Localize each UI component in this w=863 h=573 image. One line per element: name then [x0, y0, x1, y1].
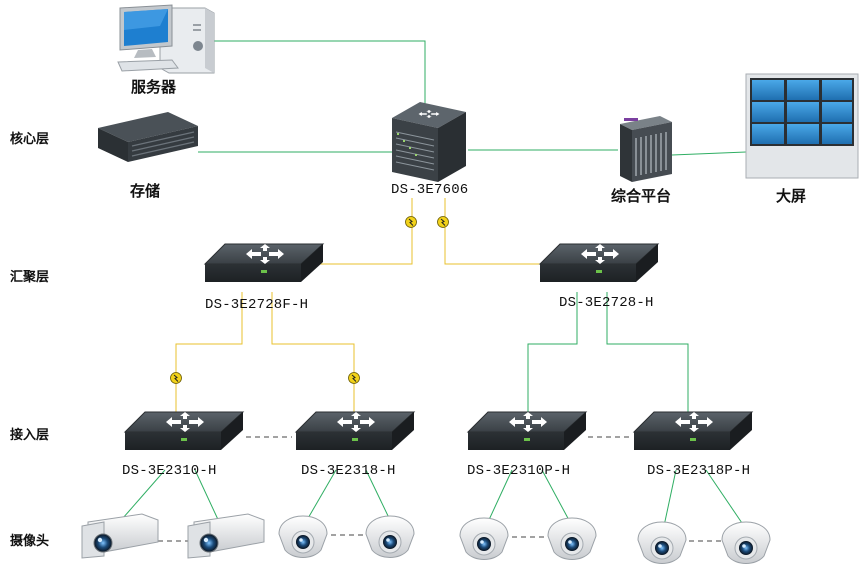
big-screen-icon: [745, 73, 859, 179]
access-switch-3-icon: [466, 411, 588, 450]
link-agg-right-access-4: [606, 292, 689, 412]
dome-camera-icon: [547, 517, 597, 560]
bullet-camera-icon: [81, 513, 159, 559]
fiber-marker-icon: [437, 216, 449, 228]
dome-camera-icon: [721, 521, 771, 564]
access-switch-1-label: DS-3E2310-H: [122, 463, 217, 479]
bullet-camera-icon: [187, 513, 265, 559]
agg-switch-right-label: DS-3E2728-H: [559, 295, 654, 311]
access-switch-4-icon: [632, 411, 754, 450]
dome-camera-icon: [459, 517, 509, 560]
link-core-agg-left: [320, 198, 413, 265]
dome-camera-icon: [365, 515, 415, 558]
core-switch-label: DS-3E7606: [391, 182, 469, 198]
layer-label-access: 接入层: [10, 428, 50, 443]
access-switch-3-label: DS-3E2310P-H: [467, 463, 571, 479]
core-switch-icon: [392, 102, 466, 182]
server-label: 服务器: [131, 78, 177, 96]
link-access-3-cam-5: [487, 469, 513, 523]
layer-label-camera: 摄像头: [10, 534, 50, 549]
fiber-marker-icon: [405, 216, 417, 228]
layer-label-aggregation: 汇聚层: [10, 270, 50, 285]
link-core-agg-right: [444, 198, 541, 265]
storage-label: 存储: [130, 182, 161, 200]
agg-switch-left-icon: [203, 243, 325, 282]
dome-camera-icon: [278, 515, 328, 558]
link-access-4-cam-8: [705, 469, 745, 527]
link-access-2-cam-3: [306, 469, 337, 521]
access-switch-2-icon: [294, 411, 416, 450]
access-switch-1-icon: [123, 411, 245, 450]
link-access-3-cam-6: [541, 469, 571, 523]
link-agg-right-access-3: [527, 292, 578, 412]
agg-switch-left-label: DS-3E2728F-H: [205, 297, 309, 313]
link-platform-screen: [671, 151, 747, 156]
link-access-1-cam-2: [194, 469, 222, 527]
server-icon: [117, 4, 215, 74]
platform-icon: [620, 116, 672, 182]
fiber-marker-icon: [348, 372, 360, 384]
dome-camera-icon: [637, 521, 687, 564]
link-server-core: [213, 40, 426, 108]
link-access-4-cam-7: [663, 469, 677, 527]
access-switch-2-label: DS-3E2318-H: [301, 463, 396, 479]
link-access-2-cam-4: [365, 469, 391, 521]
big-screen-label: 大屏: [776, 187, 807, 205]
access-switch-4-label: DS-3E2318P-H: [647, 463, 751, 479]
storage-icon: [98, 112, 198, 162]
agg-switch-right-icon: [538, 243, 660, 282]
fiber-marker-icon: [170, 372, 182, 384]
layer-label-core: 核心层: [10, 132, 50, 147]
platform-label: 综合平台: [611, 187, 672, 205]
